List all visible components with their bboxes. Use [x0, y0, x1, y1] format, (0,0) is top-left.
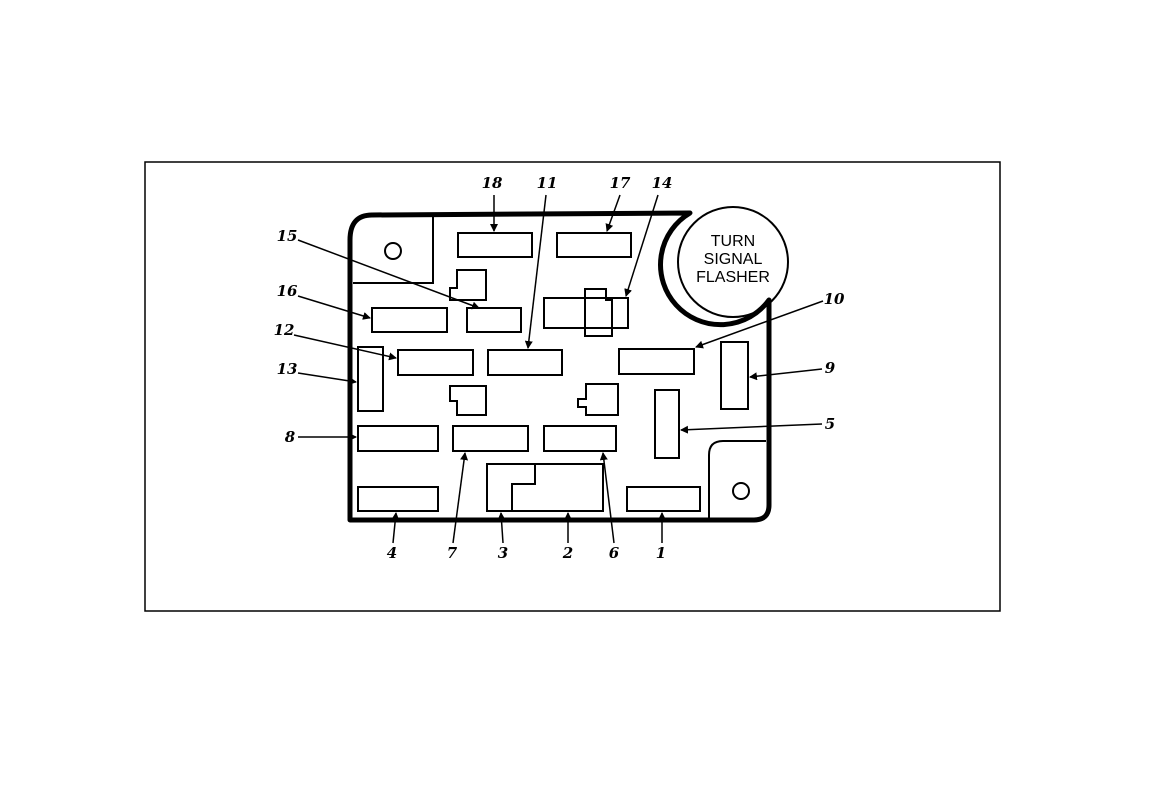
- socket-middle: [450, 386, 486, 415]
- fuse-5: [655, 390, 679, 458]
- mount-hole-top-left: [385, 243, 401, 259]
- flasher-label-line3: FLASHER: [696, 269, 770, 286]
- leader-13: [298, 373, 356, 382]
- fuse-7: [453, 426, 528, 451]
- callout-9: 9: [825, 359, 836, 377]
- callout-5: 5: [825, 415, 835, 433]
- callout-4: 4: [387, 544, 397, 562]
- fuse-13: [358, 347, 383, 411]
- mount-corner-bottom-right: [709, 441, 766, 519]
- callout-3: 3: [498, 544, 508, 562]
- callout-2: 2: [562, 544, 573, 562]
- fuse-12: [398, 350, 473, 375]
- leader-5: [681, 424, 822, 430]
- callout-7: 7: [447, 544, 458, 562]
- fuse-6: [544, 426, 616, 451]
- flasher-label-line1: TURN: [711, 233, 755, 250]
- callout-11: 11: [537, 174, 558, 192]
- fuse-16: [372, 308, 447, 332]
- callout-10: 10: [824, 290, 845, 308]
- fuse-17: [557, 233, 631, 257]
- fuse-8: [358, 426, 438, 451]
- mount-corner-top-left: [353, 216, 433, 283]
- fuse-15: [467, 308, 521, 332]
- leader-6: [603, 453, 614, 543]
- fuse-11: [488, 350, 562, 375]
- callout-1: 1: [656, 544, 666, 562]
- leader-7: [453, 453, 465, 543]
- leader-15: [298, 240, 479, 308]
- fuse-10: [619, 349, 694, 374]
- callout-12: 12: [274, 321, 295, 339]
- callout-13: 13: [277, 360, 298, 378]
- leader-16: [298, 296, 370, 318]
- fuse-9: [721, 342, 748, 409]
- fuse-block-2-3: [487, 464, 603, 511]
- callout-15: 15: [277, 227, 298, 245]
- mount-hole-bottom-right: [733, 483, 749, 499]
- flasher-label-line2: SIGNAL: [704, 251, 763, 268]
- socket-upper: [450, 270, 486, 300]
- fuse-4: [358, 487, 438, 511]
- fuse-1: [627, 487, 700, 511]
- fuse-18: [458, 233, 532, 257]
- socket-right: [578, 384, 618, 415]
- callout-17: 17: [610, 174, 631, 192]
- leader-9: [750, 369, 822, 377]
- callout-14: 14: [652, 174, 673, 192]
- callout-18: 18: [482, 174, 503, 192]
- callout-8: 8: [285, 428, 296, 446]
- callout-6: 6: [609, 544, 620, 562]
- callout-16: 16: [277, 282, 298, 300]
